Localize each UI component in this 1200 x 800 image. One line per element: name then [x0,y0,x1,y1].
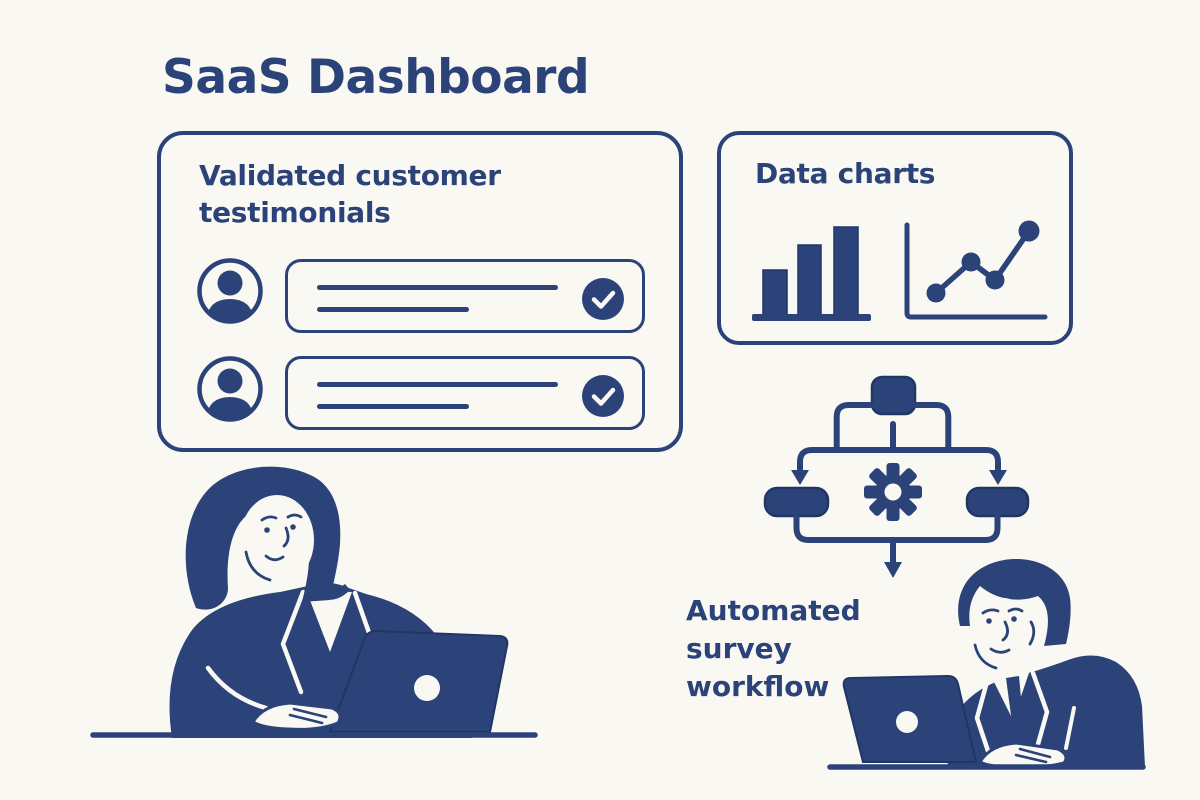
laptop-icon [328,629,509,733]
testimonials-title-line1: Validated customer [199,159,501,192]
laptop-icon [842,674,978,763]
flow-node-top [870,375,917,416]
testimonial-text-line [317,404,469,409]
workflow-label-line1: Automated [686,594,861,627]
woman-face-features [244,513,303,582]
checkmark-icon [582,375,624,417]
man-face-features [973,607,1036,670]
flowchart-icon [763,375,1030,578]
man-tie [1006,676,1023,723]
laptop-logo-dot [896,711,918,733]
testimonial-text-line [317,382,558,387]
data-charts-title: Data charts [755,157,936,190]
flow-node-right [965,486,1030,518]
gear-icon [864,463,922,521]
woman-hands [250,701,342,731]
arrow-down-icon [884,562,902,578]
user-avatar-icon [197,356,263,422]
man-at-laptop-illustration [827,559,1146,770]
checkmark-icon [582,278,624,320]
man-hair [958,559,1071,646]
line-chart-icon [904,220,1048,320]
testimonials-title-line2: testimonials [199,196,391,229]
testimonial-bubble [285,356,645,430]
page-title: SaaS Dashboard [162,50,590,105]
flow-node-left [763,486,830,518]
laptop-logo-dot [414,675,440,701]
testimonial-text-line [317,285,558,290]
flow-connector [793,513,1001,543]
data-charts-card: Data charts [717,131,1073,345]
bar-chart-icon [752,226,871,321]
arrow-down-icon [791,470,809,485]
pen [1064,706,1076,750]
workflow-label-line3: workflow [686,670,830,703]
flow-connector [797,447,1001,475]
workflow-label-line2: survey [686,632,792,665]
user-avatar-icon [197,258,263,324]
woman-face [240,495,314,585]
woman-shirt [306,590,352,652]
testimonial-text-line [317,307,469,312]
workflow-label: Automated survey workflow [686,592,861,706]
woman-hair [185,466,341,610]
testimonials-card: Validated customer testimonials [157,131,683,452]
flow-connector [833,402,952,453]
testimonials-card-title: Validated customer testimonials [199,157,501,231]
man-face [972,598,1034,672]
testimonial-bubble [285,259,645,333]
woman-at-laptop-illustration [90,466,538,738]
arrow-down-icon [989,470,1007,485]
